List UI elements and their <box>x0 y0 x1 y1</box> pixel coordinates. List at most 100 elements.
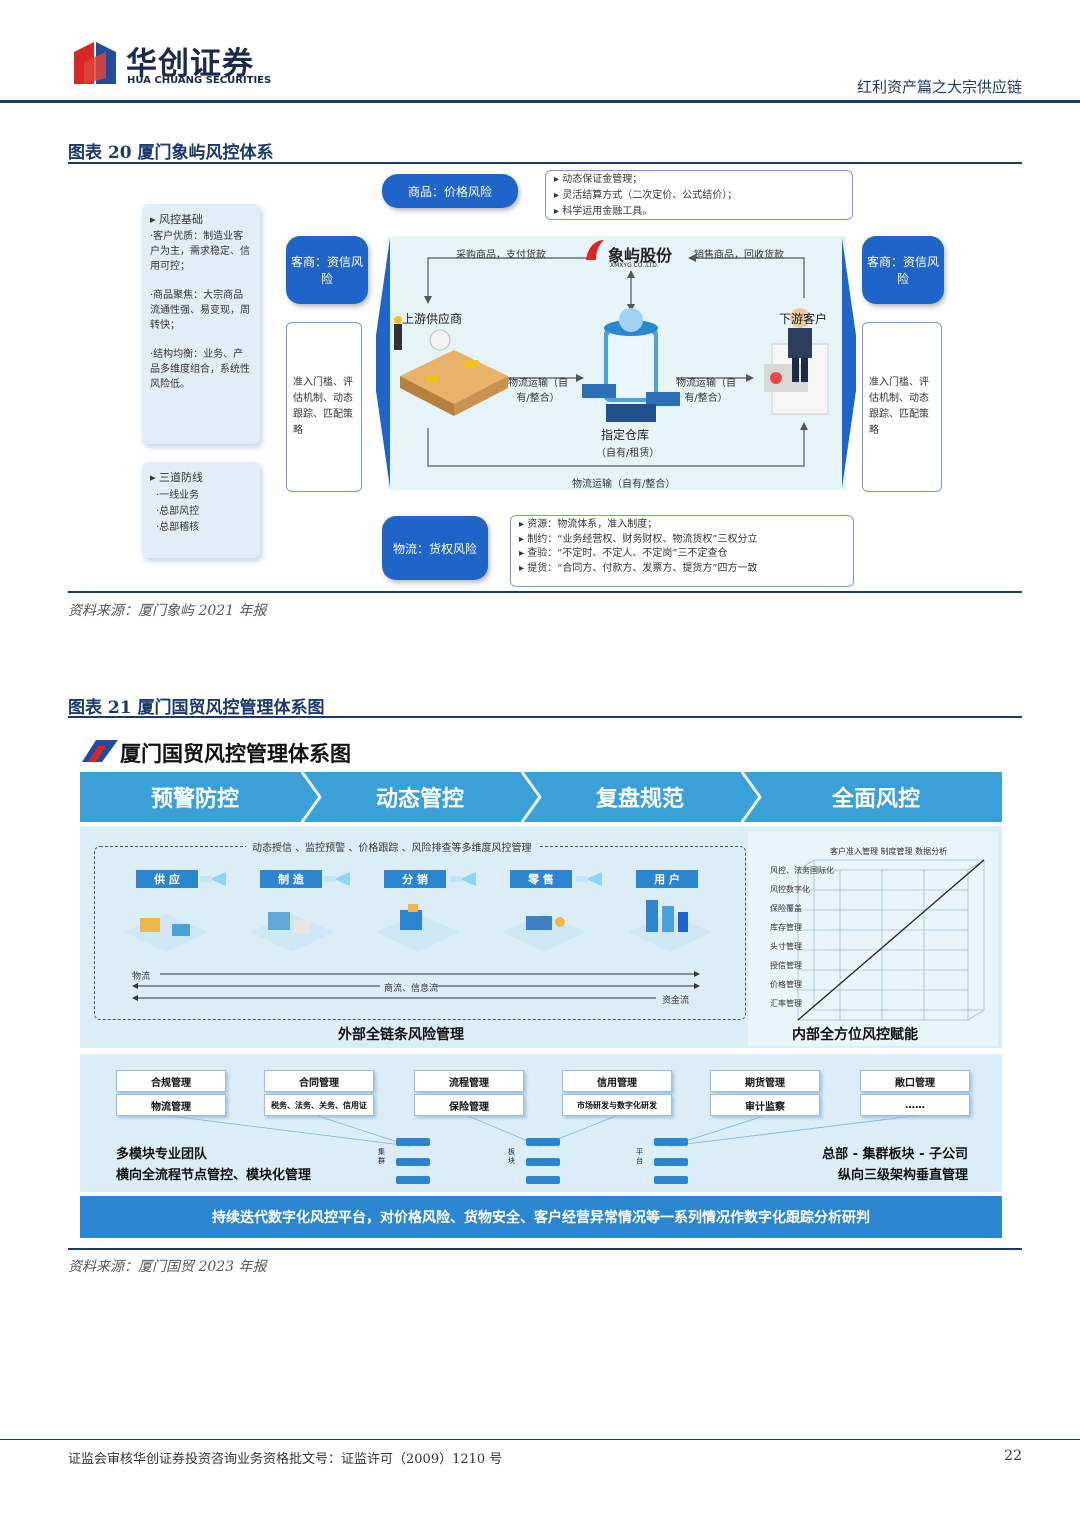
logistics-measure-3: ▸ 查验：“不定时、不定人、不定岗”三不定查仓 <box>519 548 728 559</box>
module-audit: 审计监察 <box>710 1094 820 1116</box>
hierarchy-chip <box>654 1138 688 1146</box>
banner-warning: 预警防控 <box>80 772 310 822</box>
defense-lines-panel: ▸ 三道防线 ·一线业务 ·总部风控 ·总部稽核 <box>142 462 260 558</box>
designated-warehouse-label: 指定仓库 <box>601 428 650 442</box>
architecture-text: 总部 - 集群板块 - 子公司 纵向三级架构垂直管理 <box>782 1144 968 1186</box>
left-credit-measures: 准入门槛、评估机制、动态跟踪、匹配策略 <box>293 377 353 436</box>
figure-20-title: 图表 20 厦门象屿风控体系 <box>68 143 274 163</box>
figure-21-rule-bottom <box>68 1248 1022 1250</box>
banner-warning-label: 预警防控 <box>150 787 239 812</box>
module-process: 流程管理 <box>414 1070 524 1092</box>
figure-21-rule-top <box>68 716 1022 718</box>
module-tax-legal: 税务、法务、关务、信用证 <box>264 1094 374 1116</box>
matrix-row-1: 风控、法务国际化 <box>770 866 834 875</box>
company-name-cn: 华创证券 <box>126 46 254 82</box>
matrix-top-labels: 客户准入管理 制度管理 数据分析 <box>830 847 948 856</box>
upstream-supplier-label: 上游供应商 <box>402 312 463 326</box>
logistics-measure-2: ▸ 制约：“业务经营权、财务财权、物流货权”三权分立 <box>519 533 758 545</box>
stage-user-label: 用 户 <box>654 873 680 886</box>
matrix-row-3: 保险覆盖 <box>770 904 802 913</box>
flow-sell-label: 销售商品，回收货款 <box>694 250 784 261</box>
team-line-1: 多模块专业团队 <box>116 1147 208 1162</box>
figure-20-rule-top <box>68 162 1022 164</box>
goods-measure-2: ▸ 灵活结算方式（二次定价、公式结价）； <box>554 190 738 201</box>
footer-rule <box>0 1439 1080 1440</box>
internal-cube-icon <box>797 859 985 1021</box>
matrix-row-7: 价格管理 <box>770 980 802 989</box>
risk-foundation-panel: ▸ 风控基础 ·客户优质：制造业客户为主，需求稳定、信用可控； ·商品聚焦：大宗… <box>142 204 260 444</box>
flow-buy-label: 采购商品，支付货款 <box>456 250 546 261</box>
matrix-row-6: 授信管理 <box>770 961 802 970</box>
supply-chain-diagram <box>376 236 856 490</box>
guomao-logo-icon <box>82 740 118 762</box>
logistics-measure-1: ▸ 资源：物流体系，准入制度； <box>519 519 658 530</box>
matrix-row-5: 头寸管理 <box>770 942 802 951</box>
chain-illustrations <box>124 872 712 1001</box>
foundation-customer: ·客户优质：制造业客户为主，需求稳定、信用可控； <box>150 231 250 272</box>
figure-21: 厦门国贸风控管理体系图 预警防控 动态管控 复盘规范 全面风控 动态授信 、监控… <box>80 736 1002 1241</box>
module-credit: 信用管理 <box>562 1070 672 1092</box>
logistics-title-risk-pill: 物流：货权风险 <box>382 516 488 580</box>
defense-line-1: ·一线业务 <box>156 490 200 501</box>
module-rnd-digital: 市场研发与数字化研发 <box>562 1094 672 1116</box>
banner-review-label: 复盘规范 <box>595 787 684 812</box>
figure-21-source: 资料来源：厦门国贸 2023 年报 <box>68 1259 267 1275</box>
stage-distribution: 分 销 <box>384 870 446 888</box>
logistics-left-label: 物流运输（自有/整合） <box>508 378 568 404</box>
stage-manufacture-label: 制 造 <box>278 873 304 886</box>
matrix-row-2: 风控数字化 <box>770 885 810 894</box>
hierarchy-chip <box>654 1158 688 1166</box>
module-insurance: 保险管理 <box>414 1094 524 1116</box>
diagram-inner-title: 厦门国贸风控管理体系图 <box>120 742 351 766</box>
logistics-measure-4: ▸ 提货：“合同方、付款方、发票方、提货方”四方一致 <box>519 562 758 574</box>
xiangyu-brand-en: XMXYG CO.,LTD. <box>610 262 659 269</box>
banner-comprehensive: 全面风控 <box>750 772 1002 822</box>
hierarchy-chip <box>396 1158 430 1166</box>
logistics-bottom-label: 物流运输（自有/整合） <box>572 479 676 490</box>
report-title: 红利资产篇之大宗供应链 <box>856 78 1022 96</box>
goods-price-risk-pill: 商品：价格风险 <box>382 174 518 208</box>
right-credit-risk-pill: 客商：资信风险 <box>862 236 944 304</box>
flow-logistics-label: 物流 <box>132 972 151 982</box>
flow-capital-label: 资金流 <box>662 996 690 1006</box>
xiangyu-logo-icon <box>586 240 604 260</box>
banner-chevrons <box>300 772 762 822</box>
left-credit-measures-box: 准入门槛、评估机制、动态跟踪、匹配策略 <box>286 322 362 492</box>
stage-retail: 零 售 <box>510 870 572 888</box>
goods-measure-3: ▸ 科学运用金融工具。 <box>554 206 653 217</box>
matrix-row-8: 汇率管理 <box>770 999 802 1008</box>
figure-20-rule-bottom <box>68 591 1022 593</box>
module-compliance: 合规管理 <box>116 1070 226 1092</box>
column-label-cluster: 集群 <box>378 1148 385 1165</box>
xiangyu-brand: 象屿股份 <box>608 246 673 265</box>
hierarchy-chip <box>526 1138 560 1146</box>
architecture-line-1: 总部 - 集群板块 - 子公司 <box>822 1147 968 1162</box>
hierarchy-chip <box>396 1176 430 1184</box>
stage-user: 用 户 <box>636 870 698 888</box>
defense-line-3: ·总部稽核 <box>156 522 200 533</box>
foundation-structure: ·结构均衡：业务、产品多维度组合，系统性风险低。 <box>150 349 250 390</box>
hierarchy-chip <box>526 1158 560 1166</box>
logistics-measures-box: ▸ 资源：物流体系，准入制度； ▸ 制约：“业务经营权、财务财权、物流货权”三权… <box>510 515 854 587</box>
module-logistics: 物流管理 <box>116 1094 226 1116</box>
company-name-en: HUA CHUANG SECURITIES <box>127 75 272 86</box>
hierarchy-chip <box>526 1176 560 1184</box>
right-credit-measures-box: 准入门槛、评估机制、动态跟踪、匹配策略 <box>862 322 942 492</box>
goods-measures-box: ▸ 动态保证金管理； ▸ 灵活结算方式（二次定价、公式结价）； ▸ 科学运用金融… <box>545 170 853 220</box>
goods-measure-1: ▸ 动态保证金管理； <box>554 174 643 185</box>
external-chain-title: 外部全链条风险管理 <box>338 1027 464 1043</box>
stage-supply-label: 供 应 <box>154 873 180 886</box>
internal-risk-title: 内部全方位风控赋能 <box>792 1027 918 1043</box>
logistics-right-label: 物流运输（自有/整合） <box>676 378 736 404</box>
downstream-customer-label: 下游客户 <box>779 312 828 326</box>
team-line-2: 横向全流程节点管控、模块化管理 <box>116 1168 312 1183</box>
defense-lines-heading: ▸ 三道防线 <box>150 471 204 484</box>
risk-foundation-heading: ▸ 风控基础 <box>150 213 204 226</box>
module-futures: 期货管理 <box>710 1070 820 1092</box>
matrix-row-4: 库存管理 <box>770 923 802 932</box>
footer-license: 证监会审核华创证券投资咨询业务资格批文号：证监许可（2009）1210 号 <box>68 1452 503 1467</box>
hierarchy-chip <box>654 1176 688 1184</box>
module-more: …… <box>860 1094 970 1116</box>
page-number: 22 <box>1004 1448 1022 1464</box>
digital-platform-banner: 持续迭代数字化风控平台，对价格风险、货物安全、客户经营异常情况等一系列情况作数字… <box>80 1196 1002 1238</box>
